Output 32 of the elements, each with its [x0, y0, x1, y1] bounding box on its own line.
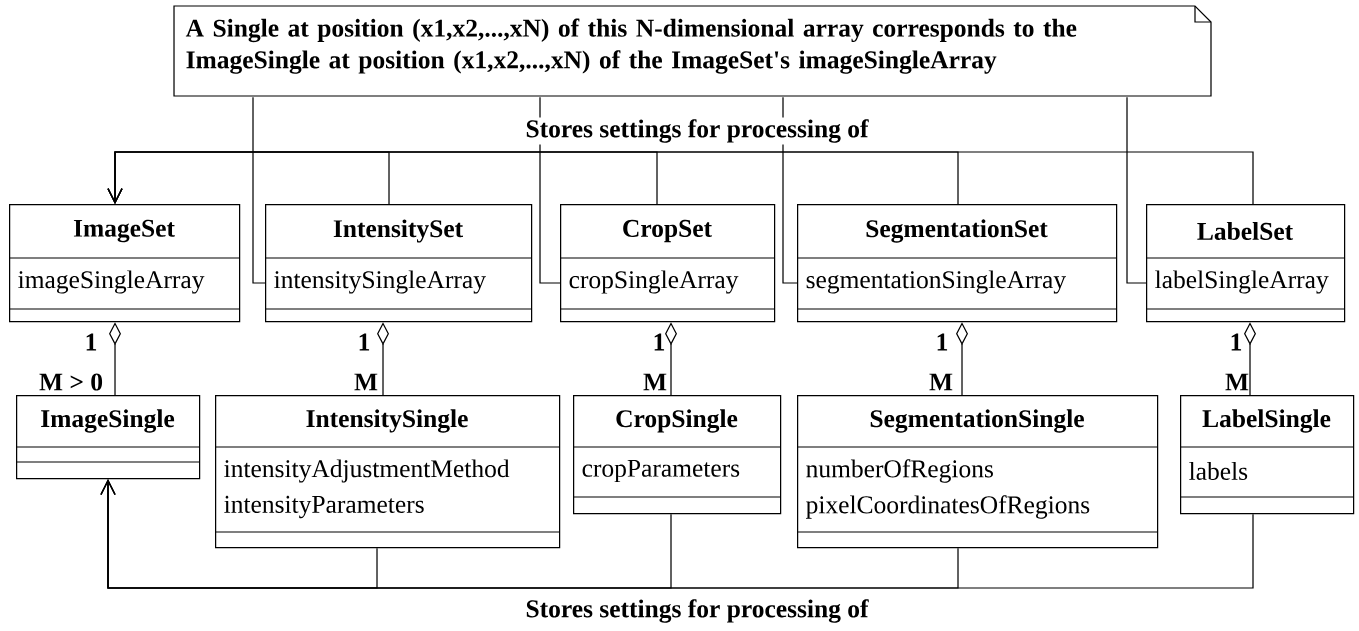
class-box: LabelSet labelSingleArray: [1145, 204, 1346, 323]
class-box: CropSingle cropParameters: [572, 395, 782, 515]
multiplicity-label: 1: [654, 333, 665, 351]
class-box: IntensitySingle intensityAdjustmentMethod intensityParameters: [214, 395, 561, 549]
multiplicity-label: M: [354, 373, 378, 391]
multiplicity-label: 1: [359, 333, 370, 351]
class-box: LabelSingle labels: [1179, 395, 1355, 515]
connector-line: [252, 96, 266, 284]
edge-label: Stores settings for processing of: [523, 597, 871, 625]
aggregation-line: [1244, 322, 1256, 396]
class-box: ImageSet imageSingleArray: [8, 204, 241, 323]
class-box: IntensitySet intensitySingleArray: [264, 204, 533, 323]
multiplicity-label: 1: [86, 333, 97, 351]
connector-line: [1126, 96, 1147, 284]
edge-label: Stores settings for processing of: [523, 117, 871, 145]
multiplicity-label: 1: [1231, 333, 1242, 351]
multiplicity-label: M > 0: [39, 373, 103, 391]
aggregation-line: [109, 322, 121, 396]
class-box: SegmentationSet segmentationSingleArray: [796, 204, 1118, 323]
multiplicity-label: M: [1225, 373, 1249, 391]
class-box: ImageSingle: [15, 395, 201, 480]
multiplicity-label: M: [643, 373, 667, 391]
aggregation-line: [956, 322, 968, 396]
class-box: SegmentationSingle numberOfRegions pixelCoordinatesOfRegions: [796, 395, 1159, 549]
multiplicity-label: 1: [937, 333, 948, 351]
note-box: A Single at position (x1,x2,...,xN) of this N-dimensional array corresponds to the ImageSingle at position (x1,x2,...,xN) of the ImageSet's imageSingleArray: [173, 5, 1212, 97]
multiplicity-label: M: [929, 373, 953, 391]
arrow: [107, 151, 1254, 205]
aggregation-line: [377, 322, 389, 396]
class-box: CropSet cropSingleArray: [559, 204, 776, 323]
arrow: [100, 479, 1254, 589]
aggregation-line: [665, 322, 677, 396]
